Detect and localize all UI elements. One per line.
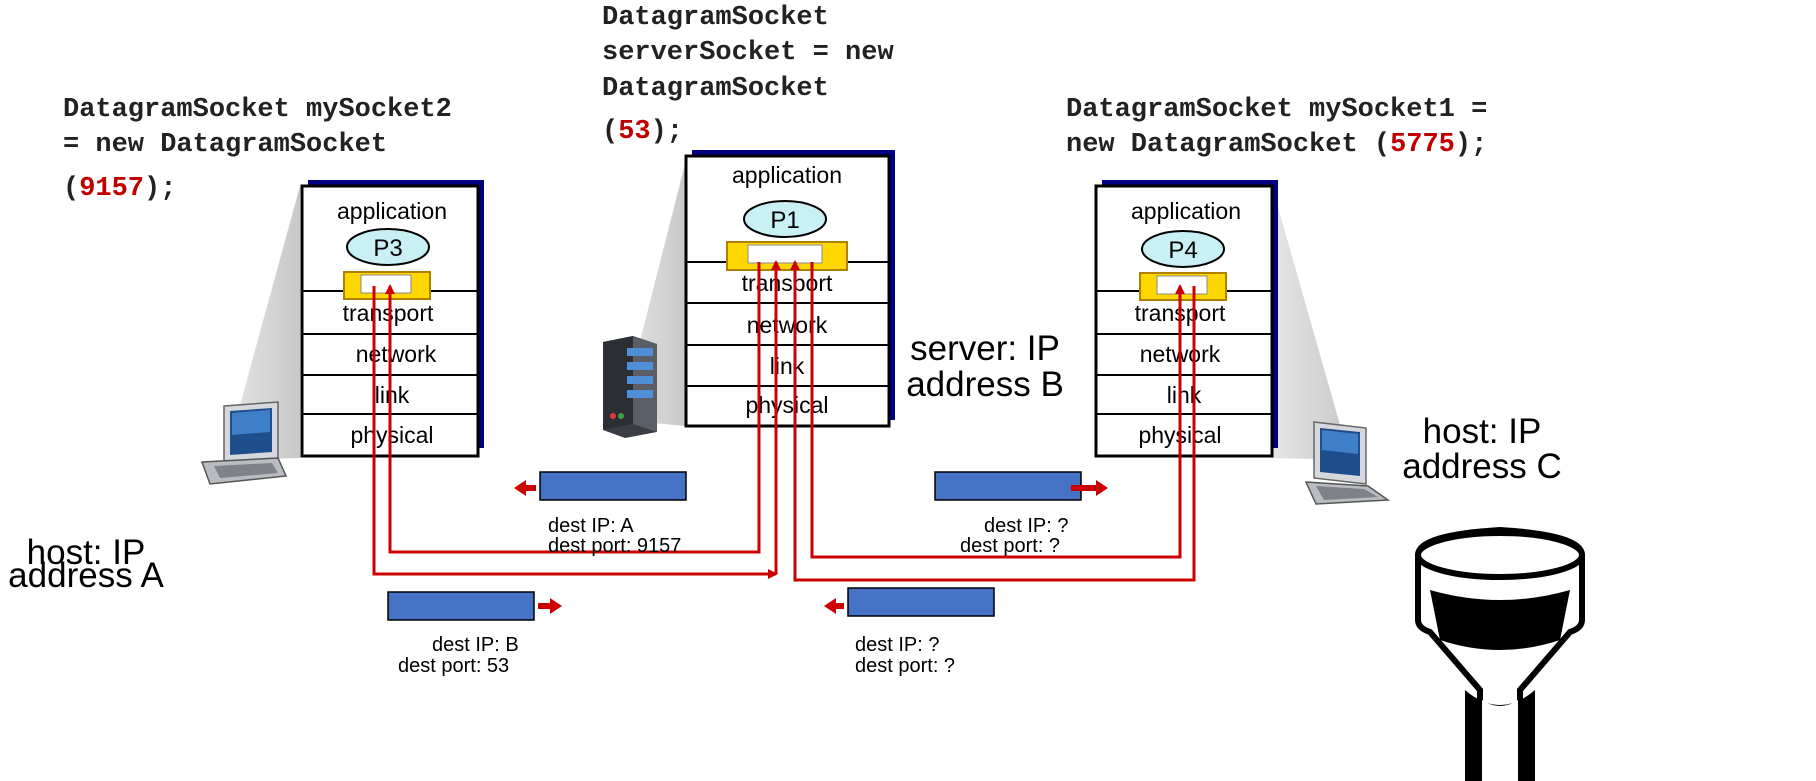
svg-text:(53);: (53);: [602, 117, 683, 147]
layer-transport: transport: [343, 300, 434, 326]
svg-text:serverSocket = new: serverSocket = new: [602, 38, 894, 68]
code-right: DatagramSocket mySocket1 = new DatagramS…: [1066, 95, 1487, 160]
laptop-icon: [1304, 421, 1391, 505]
layer-application: application: [1131, 198, 1241, 224]
laptop-icon: [200, 401, 288, 485]
segment-dest-ip: dest IP: ?: [855, 634, 940, 656]
process-label: P3: [373, 235, 402, 262]
svg-text:DatagramSocket mySocket2: DatagramSocket mySocket2: [63, 95, 452, 125]
layer-transport: transport: [742, 270, 833, 296]
beam-right: [1272, 186, 1350, 460]
segment-dest-ip: dest IP: ?: [984, 515, 1069, 537]
layer-physical: physical: [350, 422, 433, 448]
segment-dest-port: dest port: 53: [398, 655, 509, 677]
process-p3: [346, 228, 430, 266]
segment-seg2: dest IP: B dest port: 53: [387, 591, 562, 677]
segment-dest-port: dest port: ?: [855, 655, 955, 677]
svg-text:address B: address B: [906, 365, 1064, 404]
layer-link: link: [375, 382, 410, 408]
svg-text:DatagramSocket: DatagramSocket: [602, 3, 829, 33]
layer-application: application: [732, 162, 842, 188]
process-label: P1: [770, 207, 799, 234]
host-label-c: host: IP address C: [1402, 412, 1562, 486]
process-p1: [743, 200, 827, 238]
layer-network: network: [356, 341, 437, 367]
host-label-b: server: IP address B: [906, 329, 1064, 404]
code-left: DatagramSocket mySocket2 = new DatagramS…: [63, 95, 452, 204]
code-center: DatagramSocket serverSocket = new Datagr…: [602, 3, 894, 147]
layer-application: application: [337, 198, 447, 224]
segment-seg3: dest IP: ? dest port: ?: [934, 471, 1108, 557]
flow-arrows: [372, 260, 1196, 582]
segment-dest-port: dest port: ?: [960, 535, 1060, 557]
segment-dest-ip: dest IP: B: [432, 634, 519, 656]
funnel-icon: [1415, 526, 1585, 781]
process-p4: [1141, 230, 1225, 268]
svg-text:(9157);: (9157);: [63, 174, 176, 204]
svg-text:address C: address C: [1402, 447, 1562, 486]
svg-text:DatagramSocket mySocket1 =: DatagramSocket mySocket1 =: [1066, 95, 1487, 125]
beam-left: [225, 186, 300, 460]
svg-text:server: IP: server: IP: [910, 329, 1060, 368]
protocol-stack-right: application P4 transport network link ph…: [1094, 180, 1278, 458]
server-icon: [603, 336, 657, 438]
segment-dest-port: dest port: 9157: [548, 535, 681, 557]
svg-text:= new DatagramSocket: = new DatagramSocket: [63, 130, 387, 160]
segment-dest-ip: dest IP: A: [548, 515, 634, 537]
protocol-stack-center: application P1 transport network link ph…: [684, 150, 895, 428]
svg-text:address A: address A: [8, 556, 164, 595]
svg-text:DatagramSocket: DatagramSocket: [602, 74, 829, 104]
process-label: P4: [1168, 237, 1197, 264]
protocol-stack-left: application P3 transport network link ph…: [300, 180, 484, 458]
layer-link: link: [1167, 382, 1202, 408]
host-label-a: host: IP address A: [8, 533, 164, 595]
svg-text:host: IP: host: IP: [1423, 412, 1542, 451]
svg-text:host: IP: host: IP: [27, 533, 146, 572]
svg-text:new DatagramSocket (5775);: new DatagramSocket (5775);: [1066, 130, 1487, 160]
segment-seg1: dest IP: A dest port: 9157: [514, 471, 687, 557]
segment-seg4: dest IP: ? dest port: ?: [824, 587, 995, 677]
